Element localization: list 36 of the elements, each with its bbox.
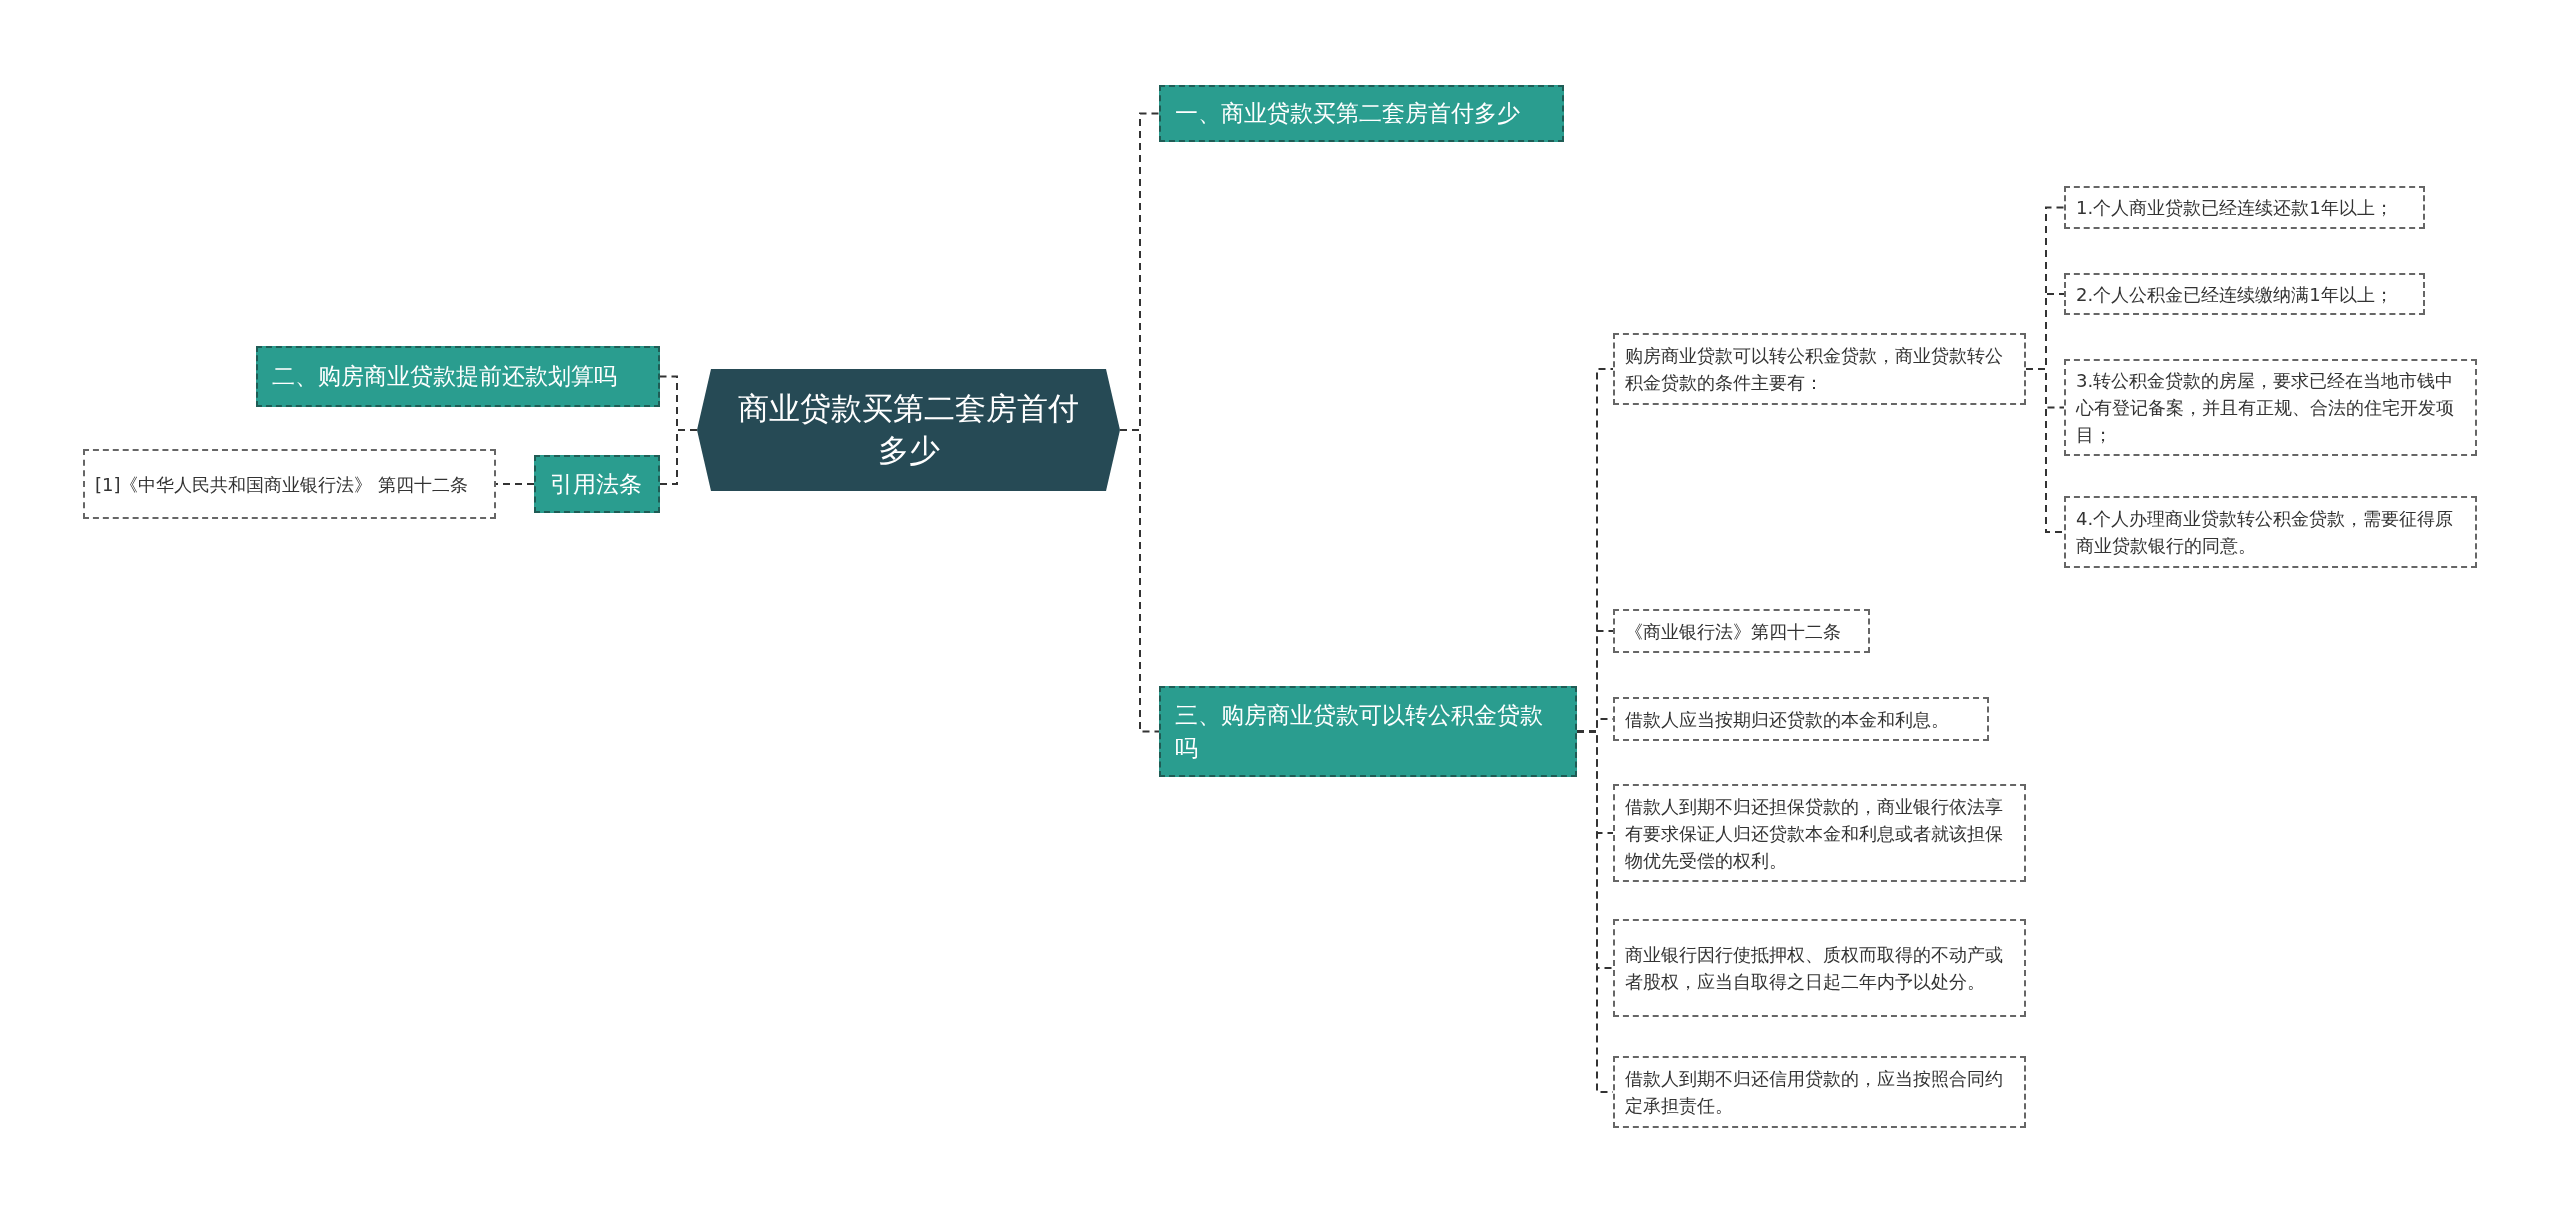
node-text: 4.个人办理商业贷款转公积金贷款，需要征得原商业贷款银行的同意。	[2076, 507, 2455, 558]
node-text: 引用法条	[550, 469, 642, 499]
subtopic-box	[1613, 1056, 2026, 1128]
connector-line	[2025, 368, 2065, 533]
node-text: 一、商业贷款买第二套房首付多少	[1175, 99, 1520, 129]
subtopic-box	[1613, 333, 2026, 405]
node-text: 3.转公积金贷款的房屋，要求已经在当地市钱中心有登记备案，并且有正规、合法的住宅开发项目；	[2076, 369, 2455, 447]
node-text: 商业贷款买第二套房首付多少	[737, 389, 1080, 470]
subtopic-box	[83, 449, 496, 519]
topic-box	[1159, 686, 1577, 777]
subtopic-box	[2064, 496, 2477, 568]
subtopic-box	[1613, 697, 1989, 741]
node-text: 借款人到期不归还担保贷款的，商业银行依法享有要求保证人归还贷款本金和利息或者就该担保物优先受偿的权利。	[1625, 794, 2004, 873]
subtopic-box	[2064, 359, 2477, 456]
subtopic-box	[1613, 919, 2026, 1017]
connector-line	[1119, 429, 1160, 733]
central-topic	[697, 369, 1120, 491]
subtopic-box	[2064, 273, 2425, 315]
node-text: 商业银行因行使抵押权、质权而取得的不动产或者股权，应当自取得之日起二年内予以处分。	[1625, 943, 2004, 994]
topic-box	[1159, 85, 1564, 142]
node-text: 2.个人公积金已经连续缴纳满1年以上；	[2076, 282, 2393, 307]
node-text: [1]《中华人民共和国商业银行法》 第四十二条	[95, 472, 469, 497]
node-text: 1.个人商业贷款已经连续还款1年以上；	[2076, 196, 2393, 220]
subtopic-box	[1613, 784, 2026, 882]
topic-box	[534, 455, 660, 513]
node-text: 二、购房商业贷款提前还款划算吗	[272, 362, 617, 392]
subtopic-box	[2064, 186, 2425, 229]
connector-line	[495, 483, 535, 485]
connector-line	[659, 429, 698, 485]
node-text: 《商业银行法》第四十二条	[1625, 619, 1841, 644]
subtopic-box	[1613, 609, 1870, 653]
topic-box	[256, 346, 660, 407]
node-text: 借款人应当按期归还贷款的本金和利息。	[1625, 707, 1949, 732]
node-text: 借款人到期不归还信用贷款的，应当按照合同约定承担责任。	[1625, 1067, 2004, 1118]
node-text: 购房商业贷款可以转公积金贷款，商业贷款转公积金贷款的条件主要有：	[1625, 344, 2004, 395]
node-text: 三、购房商业贷款可以转公积金贷款吗	[1175, 701, 1544, 763]
